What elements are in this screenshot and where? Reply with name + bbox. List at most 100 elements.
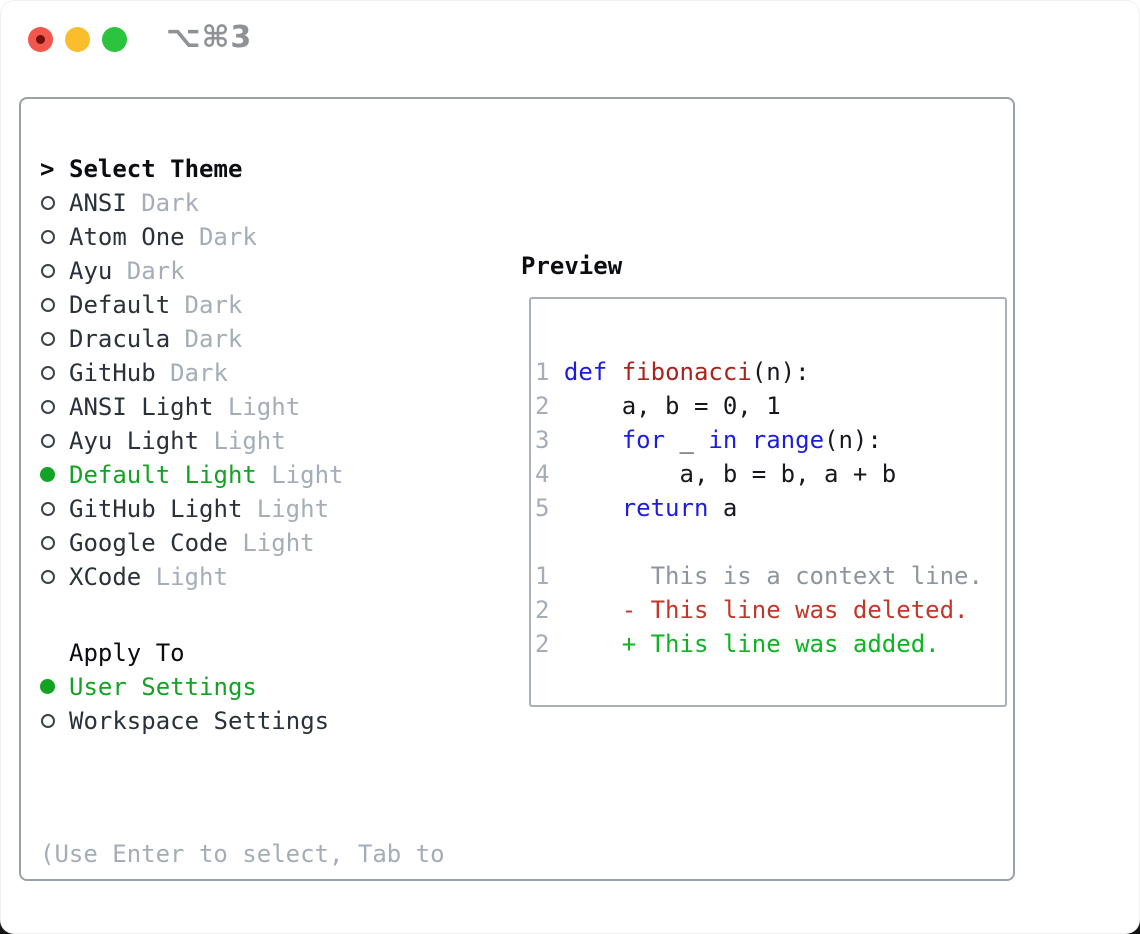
hint-text: (Use Enter to select, Tab to change focu… (40, 769, 445, 934)
preview-title: Preview (521, 252, 623, 280)
line-number: 2 (535, 596, 564, 624)
theme-option-github[interactable]: GitHub Dark (40, 356, 445, 390)
minimize-button[interactable] (65, 27, 90, 52)
code-token: for (621, 426, 666, 454)
apply-option-label: Workspace Settings (69, 707, 330, 735)
apply-option-label: User Settings (69, 673, 257, 701)
line-number: 3 (535, 426, 564, 454)
code-token: in (708, 426, 738, 454)
theme-variant-tag: Light (242, 529, 315, 557)
code-token (564, 494, 622, 522)
radio-unselected-icon (41, 434, 55, 448)
code-token: (n): (751, 358, 810, 386)
code-token: (n): (824, 426, 882, 454)
theme-variant-tag: Dark (170, 359, 228, 387)
theme-variant-tag: Light (271, 461, 344, 489)
line-number: 4 (535, 460, 564, 488)
zoom-button[interactable] (102, 27, 127, 52)
code-line: 2 a, b = 0, 1 (535, 389, 983, 423)
theme-name: Dracula (69, 325, 171, 353)
theme-variant-tag: Dark (141, 189, 199, 217)
code-token: range (751, 426, 825, 454)
line-number: 1 (535, 562, 564, 590)
theme-name: GitHub Light (69, 495, 243, 523)
radio-unselected-icon (41, 230, 55, 244)
code-token: _ (665, 426, 709, 454)
apply-to-title: Apply To (69, 639, 185, 667)
prompt-icon: > (40, 155, 55, 183)
theme-name: ANSI Light (69, 393, 214, 421)
code-line: 2 + This line was added. (535, 627, 983, 661)
code-token (737, 426, 751, 454)
line-number: 2 (535, 392, 564, 420)
radio-selected-icon (40, 467, 55, 482)
code-token (607, 358, 621, 386)
theme-variant-tag: Dark (184, 325, 243, 353)
radio-unselected-icon (41, 298, 55, 312)
keyboard-shortcut-label: ⌥⌘3 (166, 20, 253, 55)
titlebar: ⌥⌘3 (0, 0, 1140, 64)
theme-variant-tag: Light (155, 563, 228, 591)
theme-option-google-code[interactable]: Google Code Light (40, 526, 445, 560)
theme-variant-tag: Light (256, 495, 330, 523)
radio-unselected-icon (41, 714, 55, 728)
theme-name: Google Code (69, 529, 228, 557)
theme-name: Default Light (69, 461, 257, 489)
apply-to-header: Apply To (40, 636, 445, 670)
theme-name: Default (69, 291, 171, 319)
theme-name: Ayu (69, 257, 113, 285)
theme-variant-tag: Dark (126, 257, 185, 285)
apply-option-workspace-settings[interactable]: Workspace Settings (40, 704, 445, 738)
radio-selected-icon (40, 679, 55, 694)
code-token: def (563, 358, 608, 386)
theme-variant-tag: Dark (198, 223, 257, 251)
apply-option-user-settings[interactable]: User Settings (40, 670, 445, 704)
menu-header: > Select Theme (40, 152, 445, 186)
code-token: This is a context line. (563, 562, 983, 590)
code-token: a (708, 494, 738, 522)
radio-unselected-icon (41, 536, 55, 550)
theme-name: Ayu Light (69, 427, 200, 455)
code-token: a, b = 0, 1 (563, 392, 781, 420)
theme-variant-tag: Dark (184, 291, 243, 319)
menu-title: Select Theme (69, 155, 243, 183)
close-button[interactable] (28, 27, 53, 52)
code-line: 4 a, b = b, a + b (535, 457, 983, 491)
code-token: a, b = b, a + b (563, 460, 897, 488)
theme-option-dracula[interactable]: Dracula Dark (40, 322, 445, 356)
theme-option-ayu[interactable]: Ayu Dark (40, 254, 445, 288)
code-line: 1 This is a context line. (535, 559, 983, 593)
code-line: 2 - This line was deleted. (535, 593, 983, 627)
theme-option-default[interactable]: Default Dark (40, 288, 445, 322)
theme-option-github-light[interactable]: GitHub Light Light (40, 492, 445, 526)
theme-option-ansi[interactable]: ANSI Dark (40, 186, 445, 220)
radio-unselected-icon (41, 332, 55, 346)
theme-option-default-light[interactable]: Default Light Light (40, 458, 445, 492)
radio-unselected-icon (41, 264, 55, 278)
hint-line: (Use Enter to select, Tab to (40, 840, 445, 868)
line-number: 2 (535, 630, 564, 658)
code-line: 3 for _ in range(n): (535, 423, 983, 457)
code-line (535, 525, 983, 559)
radio-unselected-icon (41, 570, 55, 584)
close-dot-icon (36, 35, 45, 44)
code-token: + This line was added. (563, 630, 940, 658)
theme-option-ansi-light[interactable]: ANSI Light Light (40, 390, 445, 424)
line-number: 5 (535, 494, 564, 522)
code-token (564, 426, 622, 454)
radio-unselected-icon (41, 400, 55, 414)
theme-name: ANSI (69, 189, 127, 217)
theme-variant-tag: Light (227, 393, 301, 421)
line-number: 1 (535, 358, 564, 386)
theme-name: GitHub (69, 359, 156, 387)
code-line: 1 def fibonacci(n): (535, 355, 983, 389)
